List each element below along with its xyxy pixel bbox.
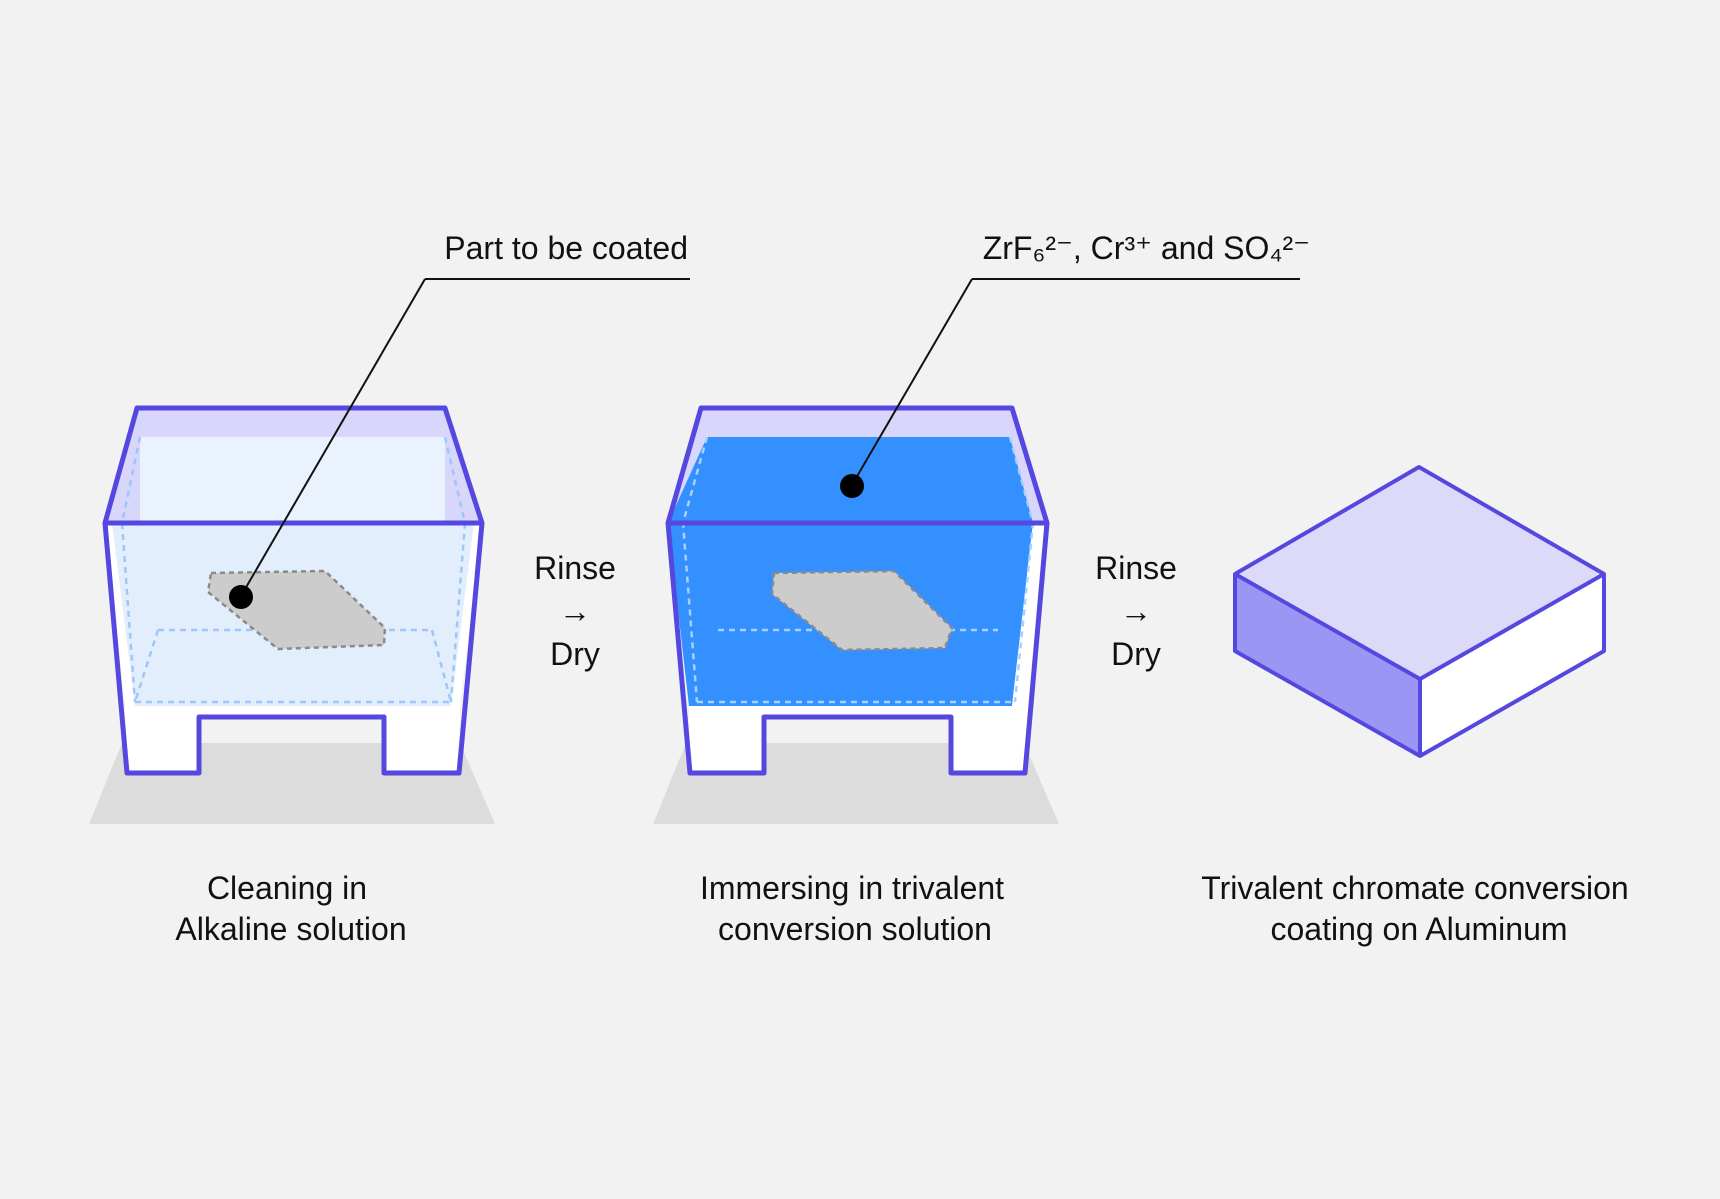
- tank-outline: [102, 405, 485, 776]
- callout-part: Part to be coated: [229, 230, 690, 609]
- block-outline: [1233, 465, 1606, 758]
- tank-right-wall: [1012, 523, 1047, 773]
- callout-ions: ZrF₆²⁻, Cr³⁺ and SO₄²⁻: [840, 230, 1310, 498]
- caption-immersing: Immersing in trivalent conversion soluti…: [700, 870, 1004, 947]
- step-rinse-label: Rinse: [534, 550, 616, 586]
- step-arrow: →: [559, 593, 591, 629]
- step-rinse-dry-2: Rinse → Dry: [1095, 550, 1177, 672]
- caption-line-2: conversion solution: [718, 911, 992, 947]
- callout-dot: [840, 474, 864, 498]
- caption-line-1: Trivalent chromate conversion: [1201, 870, 1628, 906]
- step-dry-label: Dry: [550, 636, 600, 672]
- callout-part-label: Part to be coated: [444, 230, 688, 266]
- step-rinse-label: Rinse: [1095, 550, 1177, 586]
- caption-line-2: Alkaline solution: [175, 911, 406, 947]
- block-right-face: [1420, 574, 1604, 756]
- tank-front-wall: [125, 706, 460, 773]
- step-dry-label: Dry: [1111, 636, 1161, 672]
- part-to-be-coated: [206, 569, 387, 651]
- caption-line-1: Immersing in trivalent: [700, 870, 1004, 906]
- tank-conversion: [653, 405, 1059, 824]
- caption-line-2: coating on Aluminum: [1270, 911, 1567, 947]
- callout-ions-label: ZrF₆²⁻, Cr³⁺ and SO₄²⁻: [983, 230, 1310, 266]
- step-arrow: →: [1120, 593, 1152, 629]
- caption-coating: Trivalent chromate conversion coating on…: [1201, 870, 1628, 947]
- tank-left-wall: [105, 523, 135, 706]
- caption-cleaning: Cleaning in Alkaline solution: [175, 870, 406, 947]
- coated-aluminum-block: [1233, 465, 1606, 758]
- tank-alkaline: [89, 405, 495, 824]
- part-to-be-coated: [770, 569, 954, 652]
- step-rinse-dry-1: Rinse → Dry: [534, 550, 616, 672]
- tank-outline: [665, 405, 1050, 776]
- block-left-face: [1235, 574, 1420, 756]
- tank-right-wall: [451, 523, 482, 706]
- callout-dot: [229, 585, 253, 609]
- tank-front-wall: [689, 706, 1025, 773]
- caption-line-1: Cleaning in: [207, 870, 367, 906]
- callout-leader: [851, 278, 973, 486]
- callout-leader: [240, 278, 426, 597]
